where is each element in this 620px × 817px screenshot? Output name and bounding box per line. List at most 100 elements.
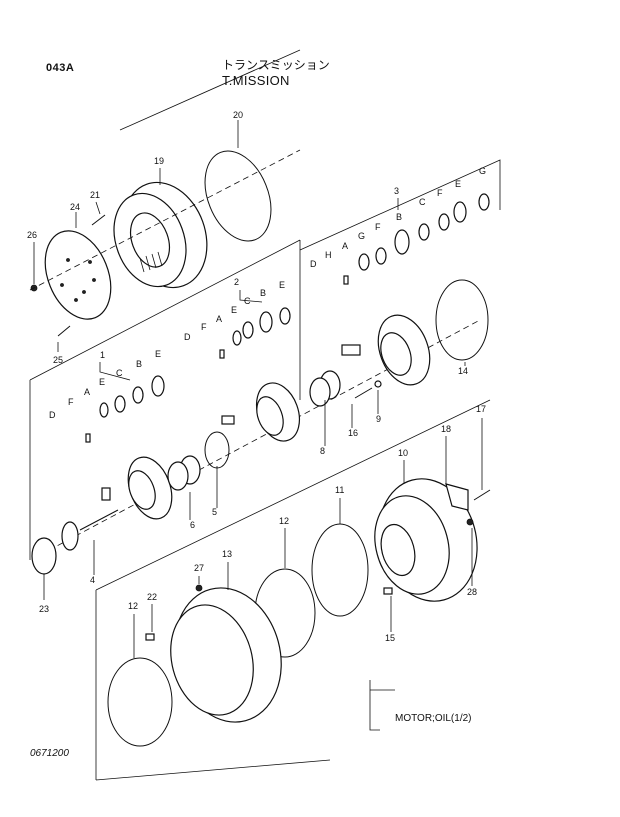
callout-8: 8 [320,446,325,456]
label-e-1b: E [99,377,105,387]
callout-6: 6 [190,520,195,530]
sub-a-washer-3 [358,253,370,271]
drawing-number: 0671200 [30,748,69,759]
label-f-1: F [68,397,74,407]
callout-28: 28 [467,587,477,597]
callout-17: 17 [476,404,486,414]
sub-b-gear-1 [151,375,165,397]
callout-5: 5 [212,507,217,517]
part-25-bolt [57,325,71,337]
callout-9: 9 [376,414,381,424]
label-c-1: C [116,368,123,378]
part-24-cover-plate [44,230,112,320]
callout-26: 26 [27,230,37,240]
sub-e-washer-3 [453,201,467,223]
callout-24: 24 [70,202,80,212]
callout-19: 19 [154,156,164,166]
label-h-3: H [325,250,332,260]
label-c-3: C [419,197,426,207]
part-22-pin [145,633,155,641]
label-g-3b: G [358,231,365,241]
part-2-planet-carrier-middle [255,382,301,442]
callout-4: 4 [90,575,95,585]
sub-f-pin-2 [219,349,225,359]
part-15-pin [383,587,393,595]
part-3-planet-carrier-right [377,314,431,386]
label-d-3: D [310,259,317,269]
label-a-2: A [216,314,222,324]
part-10-hub [374,478,478,602]
label-e-2a: E [279,280,285,290]
label-g-3a: G [479,166,486,176]
callout-12-upper: 12 [279,516,289,526]
sub-e-washer-1b [99,402,109,418]
part-19-ring-gear-housing [113,181,208,289]
part-20-o-ring [204,150,272,242]
sub-c-bearing-3 [418,223,430,241]
part-17-bolt [473,489,491,501]
callout-1: 1 [100,350,105,360]
part-18-bracket [445,483,469,511]
part-14-o-ring [435,279,489,361]
label-a-1: A [84,387,90,397]
part-23-thrust-plate [31,537,57,575]
label-b-2: B [260,288,266,298]
part-28-plug [466,518,474,526]
part-21-bolt [91,214,106,226]
label-b-1: B [136,359,142,369]
callout-3: 3 [394,186,399,196]
sub-e-washer-2b [232,330,242,346]
callout-12-lower: 12 [128,601,138,611]
sub-d-pin-3 [341,344,361,356]
callout-15: 15 [385,633,395,643]
label-e-3: E [455,179,461,189]
callout-13: 13 [222,549,232,559]
sub-c-bearing-2 [242,321,254,339]
title-japanese: トランスミッション [222,58,330,72]
callout-25: 25 [53,355,63,365]
callout-2: 2 [234,277,239,287]
motor-oil-reference[interactable]: MOTOR;OIL(1/2) [395,713,472,724]
sub-f-washer-3 [375,247,387,265]
label-d-1: D [49,410,56,420]
sub-b-gear-2 [259,311,273,333]
label-f-3a: F [437,188,443,198]
label-f-3b: F [375,222,381,232]
sub-h-pin-3 [343,275,349,285]
sub-f-washer-3b [438,213,450,231]
diagram-code: 043A [46,62,75,74]
sub-g-washer-3 [478,193,490,211]
label-a-3: A [342,241,348,251]
callout-16: 16 [348,428,358,438]
label-e-2b: E [231,305,237,315]
callout-22: 22 [147,592,157,602]
label-d-2: D [184,332,191,342]
callout-18: 18 [441,424,451,434]
part-9-washer [374,380,382,388]
sub-d-pin-2 [221,415,235,425]
part-13-drum [170,587,282,723]
part-5-thrust-ring [204,431,230,469]
part-11-floating-seal [311,523,369,617]
part-12-seal-lower [107,657,173,747]
part-4-input-shaft [61,509,119,551]
part-27-plug [195,584,203,592]
callout-10: 10 [398,448,408,458]
callout-23: 23 [39,604,49,614]
label-e-1a: E [155,349,161,359]
part-1-planet-carrier-left [101,456,173,520]
callout-20: 20 [233,110,243,120]
callout-11: 11 [335,485,344,495]
sub-c-bearing-1 [132,386,144,404]
callout-27: 27 [194,563,204,573]
sub-e-washer-2 [279,307,291,325]
callout-21: 21 [90,190,100,200]
part-16-bolt [354,387,373,399]
sub-b-gear-3 [394,229,410,255]
callout-14: 14 [458,366,468,376]
sub-e-washer-1 [114,395,126,413]
sub-f-pin-1 [85,433,91,443]
label-f-2: F [201,322,207,332]
label-b-3: B [396,212,402,222]
